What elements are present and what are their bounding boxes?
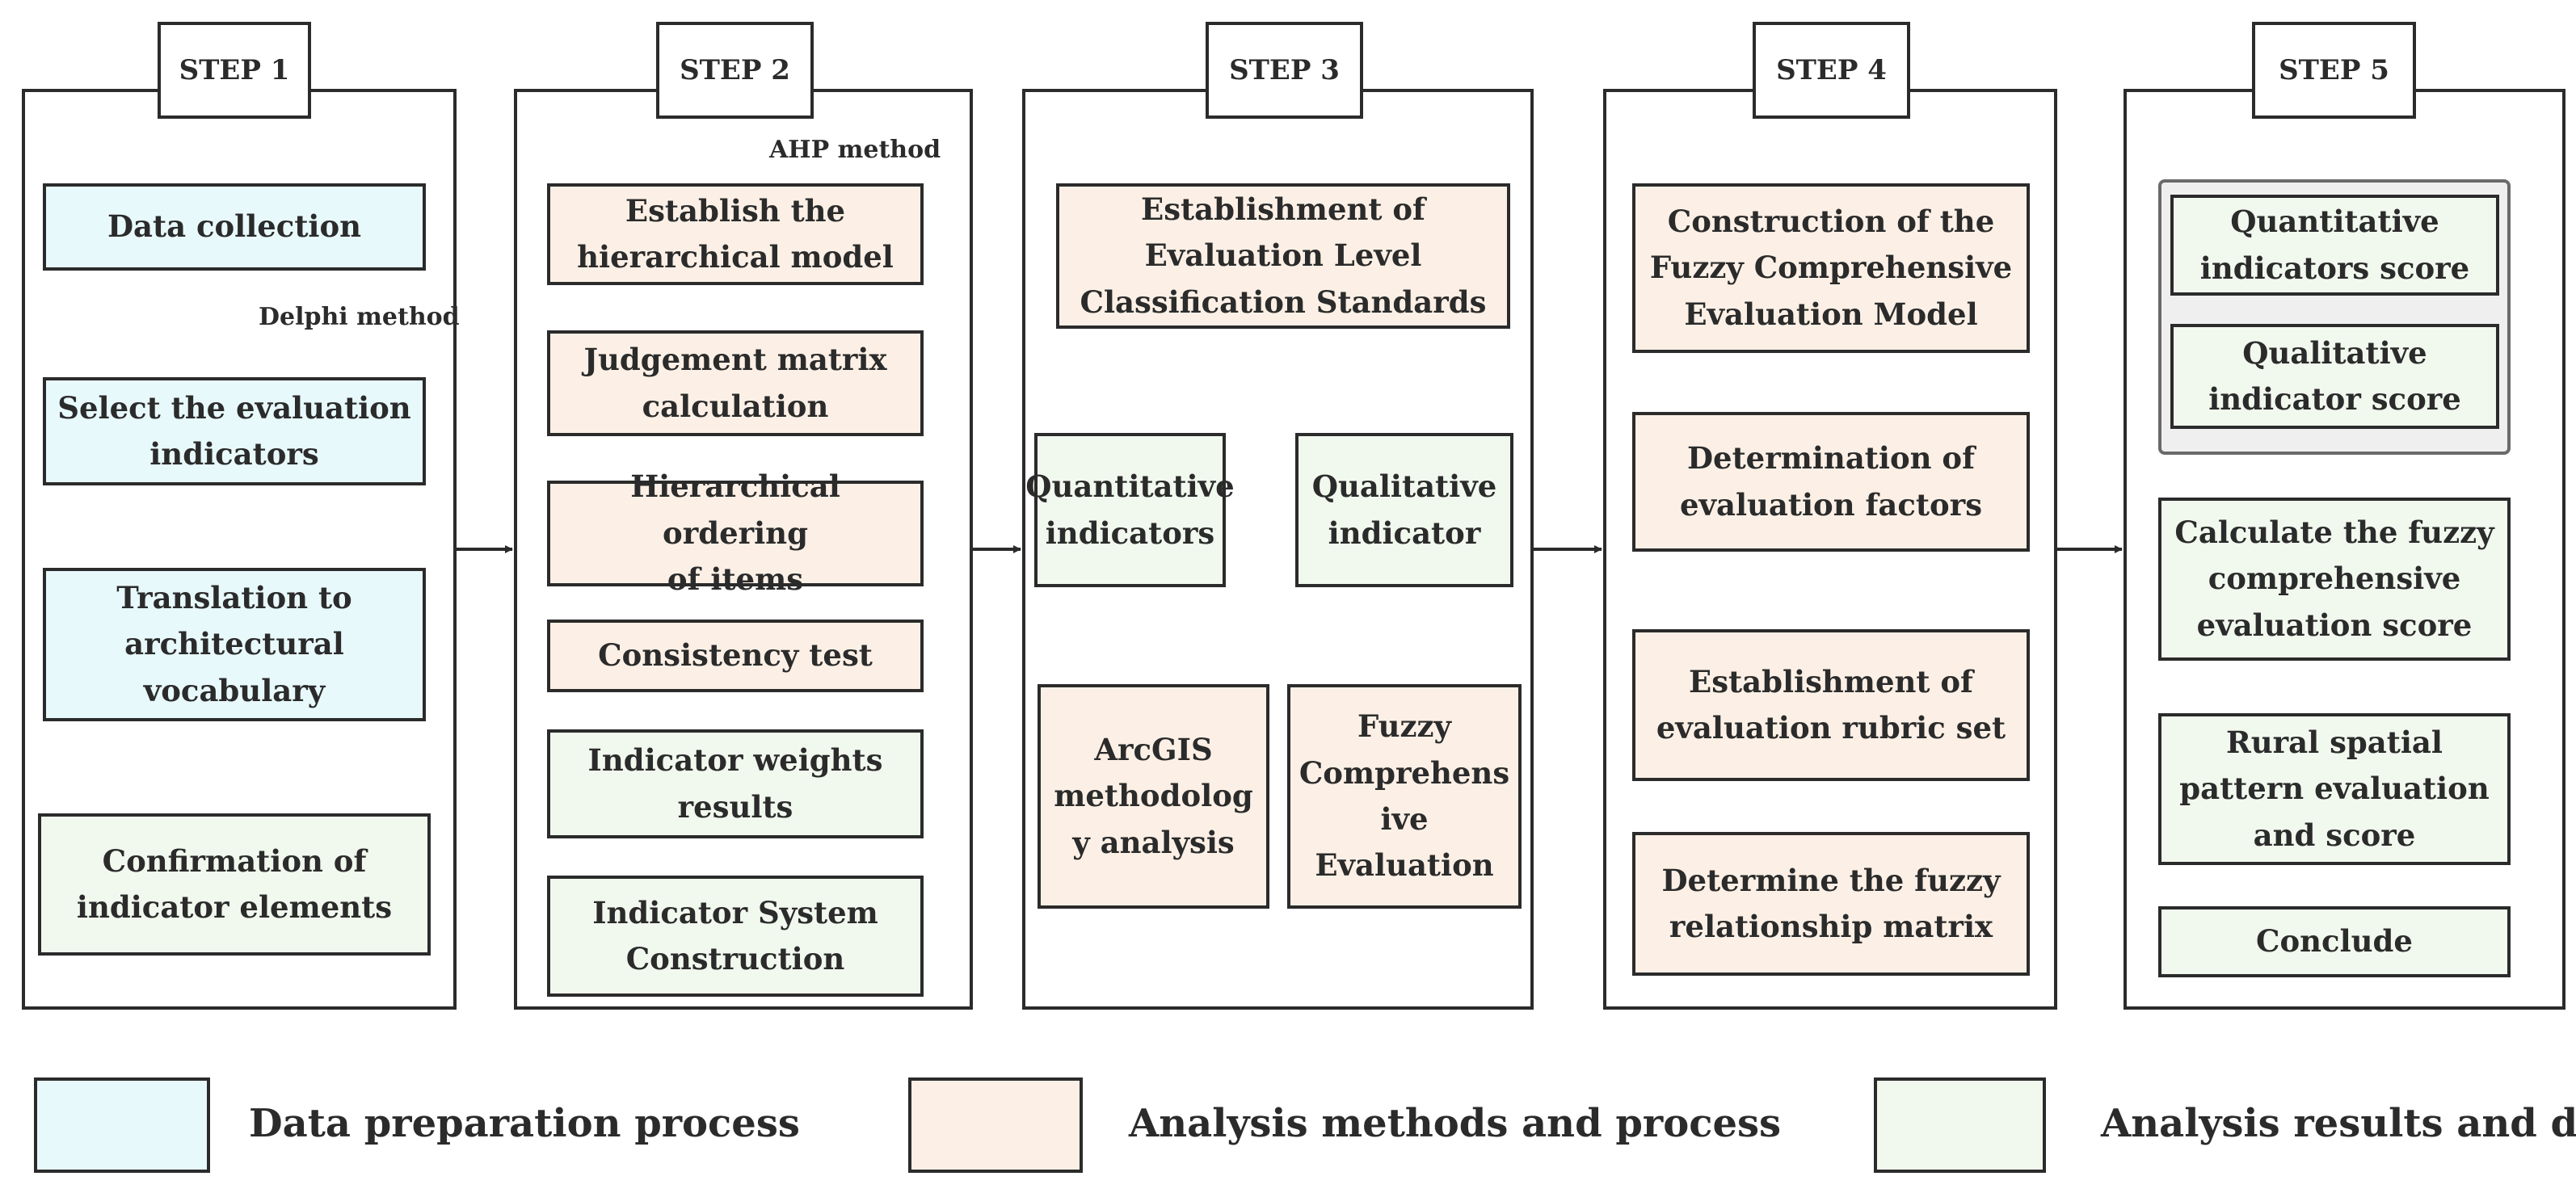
step5-fuzzy-score: Calculate the fuzzy comprehensive evalua…	[2158, 498, 2511, 661]
step3-title: STEP 3	[1206, 22, 1363, 119]
step1-translation: Translation to architectural vocabulary	[43, 568, 426, 721]
step1-confirmation: Confirmation of indicator elements	[38, 813, 431, 956]
step1-title: STEP 1	[158, 22, 311, 119]
legend-methods-label: Analysis methods and process	[1129, 1101, 1782, 1146]
step2-indicator-system: Indicator System Construction	[547, 876, 924, 997]
step4-rubric-set: Establishment of evaluation rubric set	[1632, 629, 2030, 781]
step2-title: STEP 2	[656, 22, 814, 119]
step3-quantitative-indicators: Quantitative indicators	[1025, 433, 1235, 587]
step2-consistency-test: Consistency test	[547, 620, 924, 692]
step3-classification-standards: Establishment of Evaluation Level Classi…	[1056, 183, 1510, 329]
step2-hierarchical-ordering: Hierarchical ordering of items	[547, 468, 924, 597]
step5-title: STEP 5	[2252, 22, 2416, 119]
step4-evaluation-factors: Determination of evaluation factors	[1632, 412, 2030, 552]
legend-results-swatch	[1874, 1077, 2046, 1173]
step2-judgement-matrix: Judgement matrix calculation	[547, 330, 924, 436]
step4-title: STEP 4	[1753, 22, 1910, 119]
step5-qualitative-score: Qualitative indicator score	[2170, 324, 2499, 429]
step3-fuzzy-evaluation: Fuzzy Comprehens ive Evaluation	[1287, 684, 1522, 909]
step2-indicator-weights: Indicator weights results	[547, 729, 924, 838]
ahp-method-note: AHP method	[769, 136, 941, 164]
step5-conclude: Conclude	[2158, 906, 2511, 977]
legend-prep-label: Data preparation process	[249, 1101, 800, 1146]
step1-select-indicators: Select the evaluation indicators	[43, 377, 426, 485]
step1-data-collection: Data collection	[43, 183, 426, 271]
step4-relationship-matrix: Determine the fuzzy relationship matrix	[1632, 832, 2030, 976]
step2-hierarchical-model: Establish the hierarchical model	[547, 183, 924, 285]
step4-fuzzy-model: Construction of the Fuzzy Comprehensive …	[1632, 183, 2030, 353]
step5-quantitative-score: Quantitative indicators score	[2170, 195, 2499, 296]
legend-results-label: Analysis results and data	[2101, 1101, 2576, 1146]
legend-methods-swatch	[908, 1077, 1083, 1173]
legend-prep-swatch	[34, 1077, 210, 1173]
step3-arcgis-analysis: ArcGIS methodolog y analysis	[1038, 684, 1269, 909]
delphi-method-note: Delphi method	[259, 303, 460, 331]
step3-qualitative-indicator: Qualitative indicator	[1295, 433, 1513, 587]
step5-rural-spatial-pattern: Rural spatial pattern evaluation and sco…	[2158, 713, 2511, 865]
